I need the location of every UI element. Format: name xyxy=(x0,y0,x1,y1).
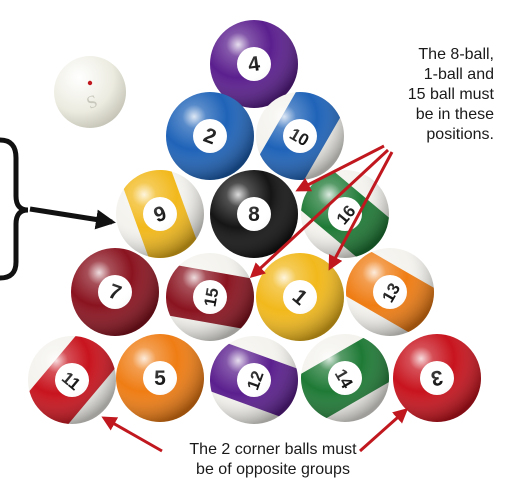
position-note-line: 15 ball must xyxy=(407,86,494,103)
arrow-to-left-corner xyxy=(101,416,163,453)
arrow-to-1-ball xyxy=(328,151,394,271)
position-note-line: be in these xyxy=(415,106,494,123)
callout-arrows xyxy=(101,144,409,453)
position-note-line: positions. xyxy=(426,126,494,143)
ball-9: 9 xyxy=(116,160,204,268)
ball-2: 2 xyxy=(166,92,254,180)
ball-15: 15 xyxy=(159,253,261,341)
ball-7: 7 xyxy=(71,248,159,336)
ball-4: 4 xyxy=(210,20,298,108)
corner-note-line: be of opposite groups xyxy=(196,461,350,478)
ball-16: 16 xyxy=(291,163,399,265)
ball-rack: 4210 9816 715113 11512143 xyxy=(21,20,481,434)
corner-note-line: The 2 corner balls must xyxy=(189,441,357,458)
arrow-to-right-corner xyxy=(359,408,409,453)
cue-ball: S xyxy=(54,56,126,128)
ball-8: 8 xyxy=(210,170,298,258)
ball-12: 12 xyxy=(200,336,308,424)
ball-3: 3 xyxy=(393,334,481,422)
position-note: The 8-ball, 1-ball and 15 ball must be i… xyxy=(344,45,494,145)
arrow-to-15-ball xyxy=(249,148,390,279)
ball-14: 14 xyxy=(290,331,400,425)
ball-10: 10 xyxy=(253,81,347,191)
bracket-pointer xyxy=(0,137,116,281)
ball-11: 11 xyxy=(21,326,123,434)
ball-1: 1 xyxy=(256,253,344,341)
corner-note: The 2 corner balls must be of opposite g… xyxy=(168,440,378,480)
arrow-to-8-ball xyxy=(295,144,385,192)
ball-5: 5 xyxy=(116,334,204,422)
position-note-line: 1-ball and xyxy=(423,66,494,83)
ball-13: 13 xyxy=(335,245,445,339)
position-note-line: The 8-ball, xyxy=(418,46,494,63)
